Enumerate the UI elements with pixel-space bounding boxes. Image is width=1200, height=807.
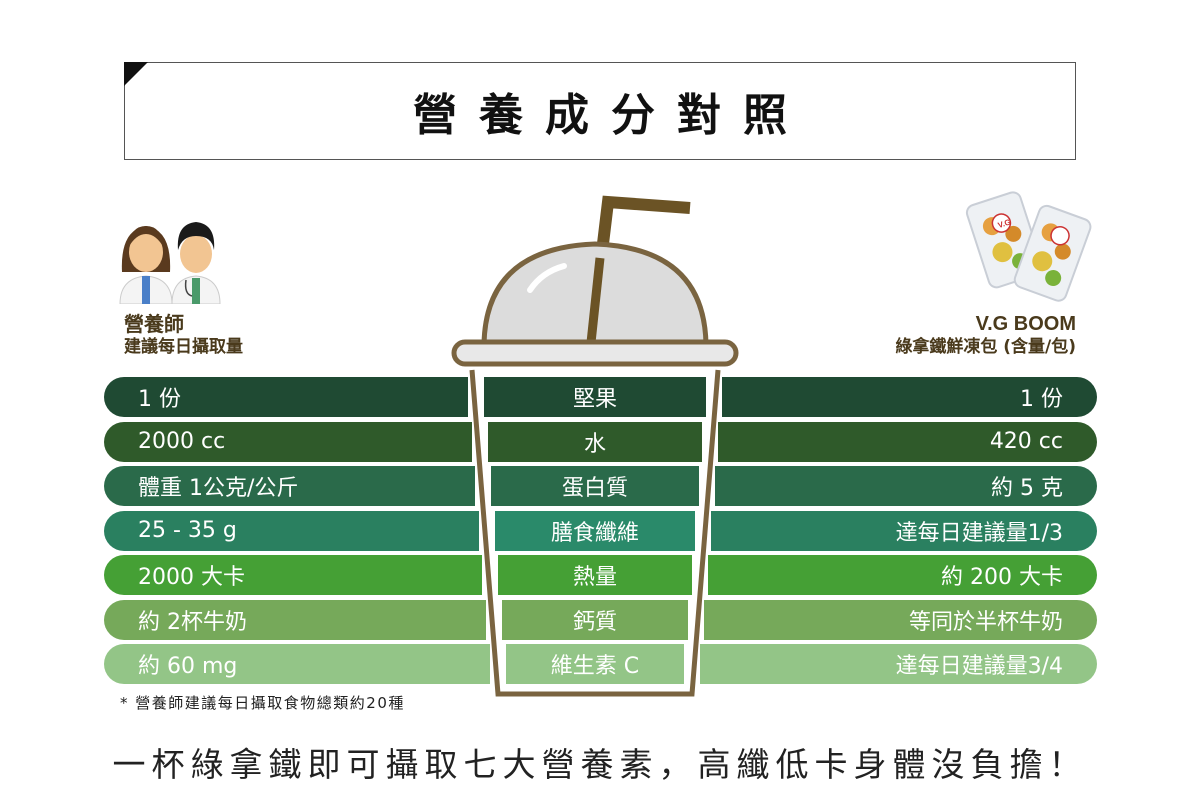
nutrient-name: 鈣質 [502, 599, 688, 640]
table-row: 約 2杯牛奶鈣質等同於半杯牛奶 [104, 599, 1097, 640]
female-nutritionist-icon [119, 226, 173, 304]
left-header: 營養師 建議每日攝取量 [124, 312, 243, 358]
table-row: 體重 1公克/公斤蛋白質約 5 克 [104, 466, 1097, 506]
product-value: 等同於半杯牛奶 [703, 599, 1097, 640]
footnote: * 營養師建議每日攝取食物總類約20種 [120, 694, 405, 712]
product-pack-icon: V.G [965, 191, 1092, 302]
recommended-value: 2000 大卡 [104, 555, 483, 595]
slogan: 一杯綠拿鐵即可攝取七大營養素，高纖低卡身體沒負擔！ [112, 745, 1088, 784]
table-row: 25 - 35 g 膳食纖維達每日建議量1/3 [104, 510, 1097, 551]
title-corner-mark [124, 62, 148, 86]
table-row: 2000 大卡熱量約 200 大卡 [104, 555, 1097, 595]
product-value: 達每日建議量1/3 [711, 510, 1097, 551]
title-box: 營養成分對照 [124, 62, 1076, 160]
right-header: V.G BOOM 綠拿鐵鮮凍包 (含量/包) [895, 312, 1076, 358]
product-value: 1 份 [721, 377, 1097, 417]
product-value: 達每日建議量3/4 [700, 644, 1097, 684]
nutrient-name: 水 [487, 421, 703, 462]
recommended-value: 25 - 35 g [104, 510, 479, 551]
table-row: 1 份堅果 1 份 [104, 377, 1097, 417]
left-header-subtitle: 建議每日攝取量 [124, 337, 243, 357]
product-value: 約 200 大卡 [707, 555, 1097, 595]
nutrient-name: 維生素 C [505, 644, 685, 684]
product-value: 420 cc [718, 421, 1097, 462]
nutrient-name: 堅果 [484, 377, 706, 417]
recommended-value: 2000 cc [104, 421, 472, 462]
nutrient-name: 蛋白質 [491, 466, 699, 506]
left-header-title: 營養師 [124, 312, 184, 336]
page-title: 營養成分對照 [413, 90, 809, 141]
recommended-value: 體重 1公克/公斤 [104, 466, 476, 506]
product-value: 約 5 克 [714, 466, 1097, 506]
table-row: 約 60 mg 維生素 C 達每日建議量3/4 [104, 644, 1097, 684]
cup-icon [451, 195, 739, 697]
table-row: 2000 cc 水 420 cc [104, 421, 1097, 462]
male-doctor-icon [171, 222, 221, 304]
right-header-subtitle: 綠拿鐵鮮凍包 (含量/包) [895, 337, 1076, 357]
product-label: V.G [997, 217, 1012, 230]
nutrient-name: 膳食纖維 [494, 510, 696, 551]
right-header-title: V.G BOOM [975, 313, 1076, 335]
recommended-value: 約 2杯牛奶 [104, 599, 487, 640]
recommended-value: 1 份 [104, 377, 469, 417]
recommended-value: 約 60 mg [104, 644, 490, 684]
nutrient-name: 熱量 [498, 555, 692, 595]
nutritionist-avatars [119, 222, 221, 304]
